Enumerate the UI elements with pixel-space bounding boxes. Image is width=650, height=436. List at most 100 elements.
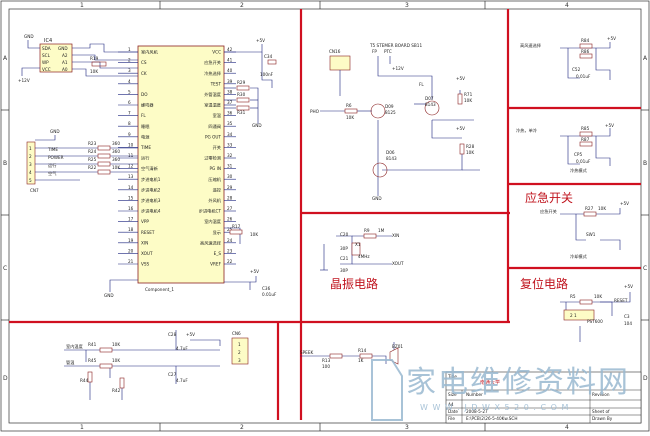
mcu-right-components: +5V C34 100nF R29 R30 R31 GND R17 10K +5… [104,38,277,298]
mcu-pin-label: 步进电机3 [141,197,161,204]
mcu-pin-number: 10 [128,142,134,147]
mcu-pin-label: 冷热选择 [204,70,222,77]
mcu-pin-number: 23 [227,248,233,253]
r86-ref: R86 [581,49,590,54]
mcu-pin-number: 35 [227,121,233,126]
mcu-pin-label: 步进电机4 [141,208,161,215]
mcu-pin-number: 5 [128,89,131,94]
mcu-pin-number: 22 [227,259,233,264]
cn7-net-run: 运行 [48,162,56,169]
mcu-pin-number: 36 [227,111,233,116]
mcu-pin-label: 四通阀 [208,123,221,130]
cn6-ref: CN6 [232,331,241,336]
reset-net: RESET [614,298,628,303]
r9-value: 1M [378,228,385,233]
ic4-ref: IC4 [44,38,52,44]
col-label-1: 1 [80,2,84,9]
size-label: Size [448,392,457,397]
ic4-r4-a: VCC [42,67,51,72]
mcu-pin-label: 运行 [141,155,149,162]
mcu-pin-label: 遥控 [213,186,222,193]
r27-resistor [583,211,597,217]
d07-transistor [424,100,440,116]
r14-resistor [359,353,373,359]
mcu-pin-label: VSS [141,262,150,267]
col-label-4-bottom: 4 [565,424,569,431]
emergency-switch-section: 应急开关 应急开关 +5V R27 10K SW1 冷却模式 [525,190,629,260]
buzzer-section: SPEEK R13 100 R14 1K BZ01 [300,342,403,369]
c28-ref: C28 [168,332,177,337]
crystal-title: 晶振电路 [330,276,378,291]
mcu-pin-label: 步进电机1 [141,176,161,183]
mcu-pin-label: 室温 [213,112,222,119]
cn7-gnd: GND [50,129,60,134]
cn7-pin-5: 5 [29,178,32,183]
xout-net: XOUT [392,261,404,266]
watermark-text: 家电维修资料网 [406,365,630,400]
r24-ref: R24 [88,149,97,154]
coolmode-label: 冷热模式 [570,167,588,174]
c21-ref: C21 [340,256,349,261]
gnd-driver: GND [372,196,382,201]
d06-value: 8143 [386,156,397,161]
c28-value: 4.7uF [176,346,188,351]
mcu-pin-label: XIN [141,240,148,245]
mcu-pin-label: PG OUT [205,134,221,139]
mcu-pin-label: TIME [140,145,151,150]
r45-ref: R45 [88,358,97,363]
watermark-url: W W W . J D W X 5 2 0 . C O M [420,403,569,412]
r86-resistor [579,53,593,59]
r9-ref: R9 [364,228,370,233]
reset-title: 复位电路 [520,276,568,291]
r23-value: 360 [112,141,120,146]
x1-value: 4MHz [358,254,370,259]
mcu-pin-number: 20 [128,248,134,253]
r85-resistor [579,131,593,137]
r71-resistor [457,93,463,105]
r25-resistor [97,161,111,167]
xin-net: XIN [392,233,399,238]
ic4-body [39,43,73,73]
mcu-pin-label: 应急开关 [204,59,221,66]
ic4-r1-a: SDA [42,46,51,51]
mcu-pin-label: PG IN [210,166,221,171]
mcu-pin-label: 压缩机 [208,176,221,183]
date-value: 2008-5-27 [466,409,488,414]
sheet-label: Sheet of [592,409,610,414]
r23-resistor [97,145,111,151]
emer-sw-net: 应急开关 [540,208,557,215]
ic4-r2-a: SCL [42,53,51,58]
d07-value: 8143 [425,102,436,107]
cn16-ref: CN16 [329,49,341,54]
mcu-pin-number: 32 [227,153,233,158]
pst-ref: PST600 [587,319,603,324]
r41-resistor [99,347,113,353]
speaker-icon [389,347,399,365]
r5-value: 10K [594,294,602,299]
c36-value: 0.01uF [262,292,277,297]
mcu-pin-number: 41 [227,58,233,63]
mcu-pin-label: 外风机 [208,197,221,204]
r13-value: 100 [322,364,330,369]
mcu-pin-label: 室内温度 [204,218,222,225]
r25-value: 360 [112,157,120,162]
row-label-a-right: A [643,55,648,62]
vdd-label-mcu: +5V [256,38,265,43]
r6-resistor [344,108,358,114]
crystal-section: C20 30P C21 30P X1 4MHz R9 1M XIN XOUT 晶… [320,228,404,291]
emergency-title: 应急开关 [525,190,573,205]
mcu-pin-number: 29 [227,185,233,190]
vdd-hiwind: +5V [607,36,616,41]
r17-resistor [229,229,243,235]
hiwind-label: 高风速选择 [520,42,542,49]
cn16-connector [329,55,351,71]
c34-ref: C34 [264,54,273,59]
r5-ref: R5 [570,294,576,299]
mcu-pin-label: DO [141,92,148,97]
r23-ref: R23 [88,141,97,146]
temp-sensor-section: 室内温度 管温 R41 10K R45 10K R44 R42 C28 4.7u… [64,330,249,400]
row-label-c-right: C [643,265,647,272]
revision-label: Revision [592,392,610,397]
title-value: 南通大学 [480,379,500,386]
ic4-r4-b: A0 [62,67,68,72]
